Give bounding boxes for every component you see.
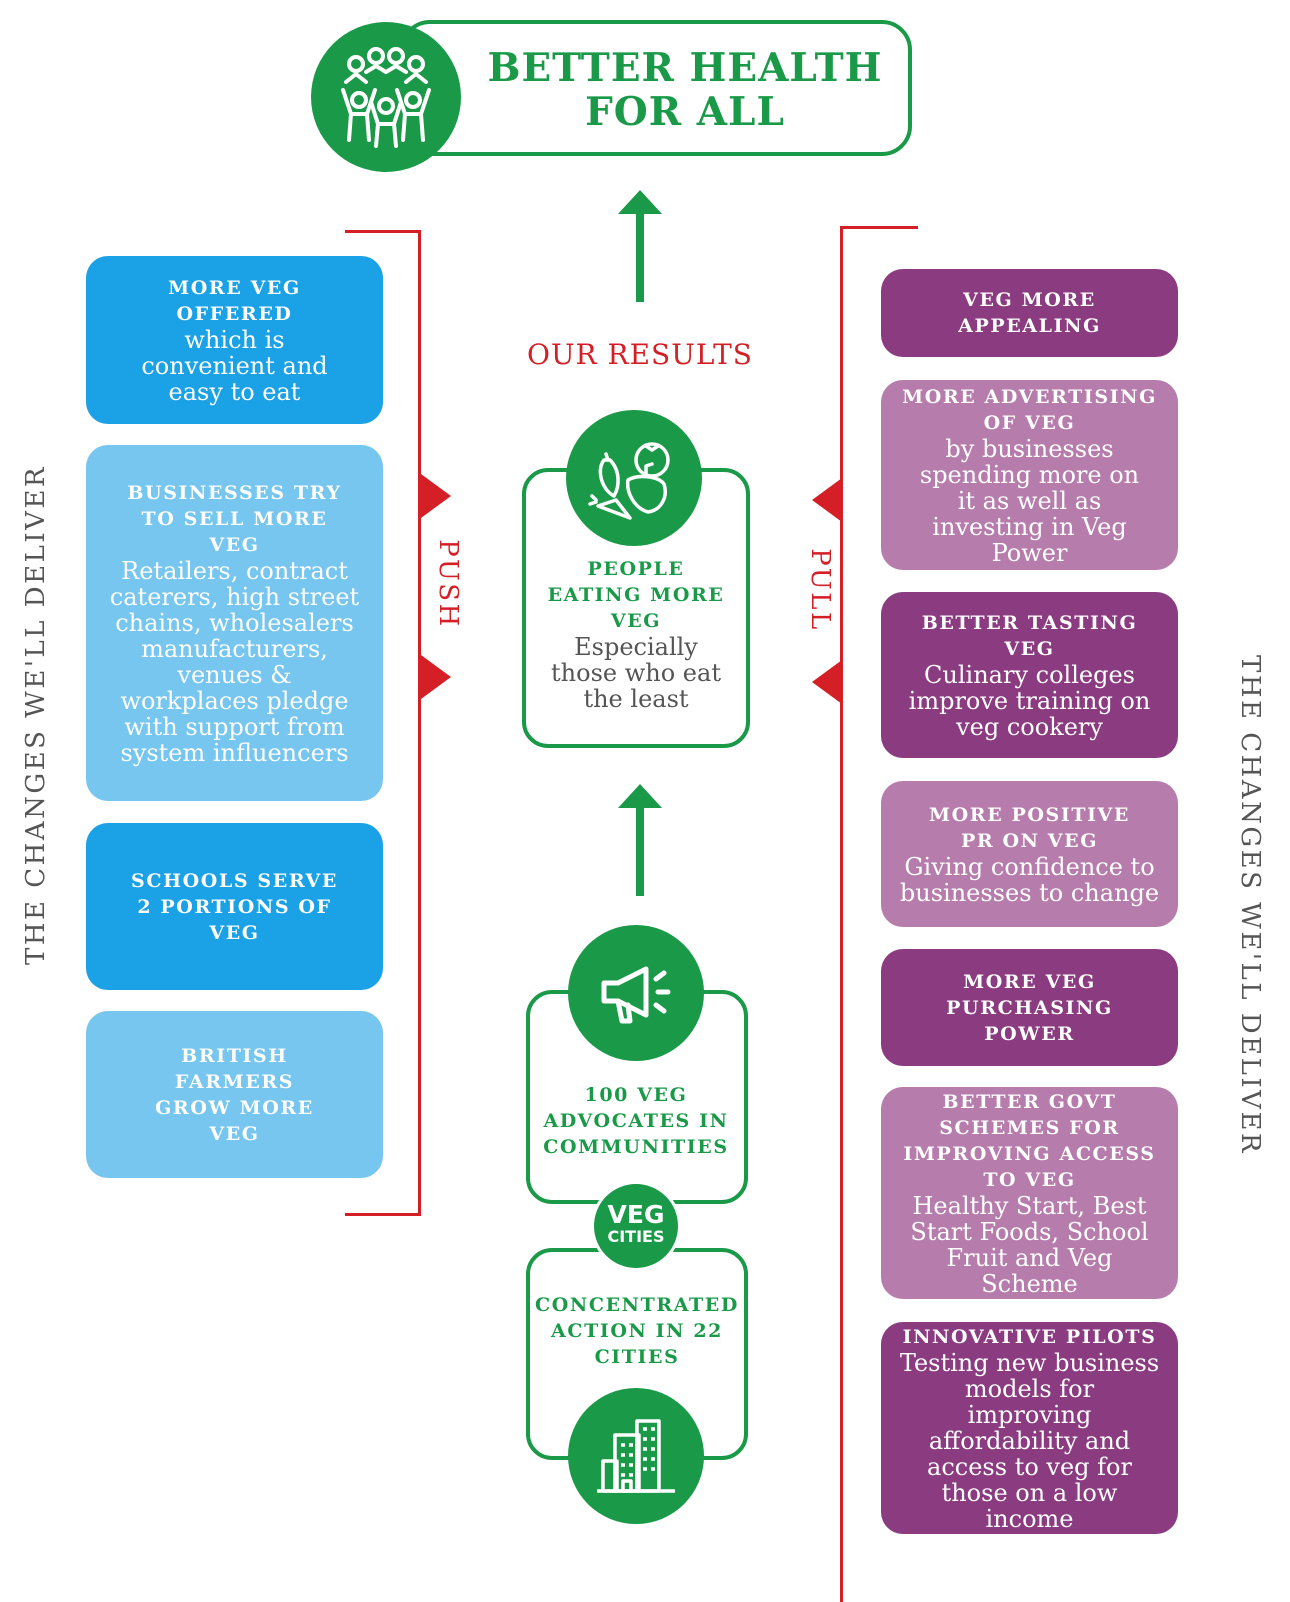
side-title-left: THE CHANGES WE'LL DELIVER bbox=[21, 464, 51, 966]
left-box-0: MORE VEG OFFERED which is convenient and… bbox=[86, 256, 383, 424]
arrow-up-top bbox=[618, 190, 662, 302]
right-box-4: MORE VEG PURCHASING POWER bbox=[881, 949, 1178, 1066]
goal-icon-circle bbox=[311, 22, 461, 172]
right-box-3-body: Giving confidence to businesses to chang… bbox=[899, 853, 1160, 907]
right-box-2-heading: BETTER TASTING VEG bbox=[921, 612, 1138, 660]
right-box-1-body: by businesses spending more on it as wel… bbox=[919, 435, 1140, 567]
left-box-1: BUSINESSES TRY TO SELL MORE VEG Retailer… bbox=[86, 445, 383, 801]
push-bracket bbox=[345, 230, 421, 1216]
left-box-2: SCHOOLS SERVE 2 PORTIONS OF VEG bbox=[86, 823, 383, 990]
goal-line2: FOR ALL bbox=[585, 89, 785, 135]
left-box-0-body: which is convenient and easy to eat bbox=[141, 326, 328, 406]
veg-cities-badge: VEG CITIES bbox=[591, 1181, 681, 1271]
city-icon-circle bbox=[568, 1388, 704, 1524]
result-text: PEOPLE EATING MORE VEG Especially those … bbox=[540, 556, 732, 712]
veg-cities-line1: VEG bbox=[607, 1200, 665, 1229]
left-box-1-heading: BUSINESSES TRY TO SELL MORE VEG bbox=[127, 482, 342, 556]
pull-arrow-bottom bbox=[812, 660, 842, 704]
arrow-up-middle bbox=[618, 784, 662, 896]
our-results-label: OUR RESULTS bbox=[526, 338, 753, 371]
left-box-2-heading: SCHOOLS SERVE 2 PORTIONS OF VEG bbox=[131, 869, 338, 944]
right-box-0: VEG MORE APPEALING bbox=[881, 269, 1178, 357]
advocates-text: 100 VEG ADVOCATES IN COMMUNITIES bbox=[540, 1082, 732, 1160]
goal-line1: BETTER HEALTH bbox=[487, 45, 883, 91]
right-box-6: INNOVATIVE PILOTS Testing new business m… bbox=[881, 1322, 1178, 1534]
push-label: PUSH bbox=[433, 539, 463, 629]
right-box-4-heading: MORE VEG PURCHASING POWER bbox=[946, 970, 1113, 1045]
advocates-heading: 100 VEG ADVOCATES IN COMMUNITIES bbox=[543, 1084, 729, 1158]
left-box-3-heading: BRITISH FARMERS GROW MORE VEG bbox=[155, 1044, 314, 1145]
right-box-0-heading: VEG MORE APPEALING bbox=[958, 289, 1101, 337]
megaphone-icon bbox=[601, 966, 671, 1024]
right-box-6-heading: INNOVATIVE PILOTS bbox=[902, 1326, 1157, 1348]
goal-title: BETTER HEALTH FOR ALL bbox=[470, 46, 900, 134]
right-box-3-heading: MORE POSITIVE PR ON VEG bbox=[929, 804, 1130, 852]
left-box-3: BRITISH FARMERS GROW MORE VEG bbox=[86, 1011, 383, 1178]
right-box-1-heading: MORE ADVERTISING OF VEG bbox=[902, 386, 1157, 434]
concentrated-text: CONCENTRATED ACTION IN 22 CITIES bbox=[532, 1292, 742, 1370]
right-box-3: MORE POSITIVE PR ON VEG Giving confidenc… bbox=[881, 781, 1178, 927]
people-celebrating-icon bbox=[341, 47, 431, 148]
result-icon-circle bbox=[566, 410, 702, 546]
right-box-5: BETTER GOVT SCHEMES FOR IMPROVING ACCESS… bbox=[881, 1087, 1178, 1299]
push-arrow-top bbox=[421, 474, 451, 518]
right-box-6-body: Testing new business models for improvin… bbox=[899, 1349, 1160, 1533]
right-box-2-body: Culinary colleges improve training on ve… bbox=[908, 661, 1151, 741]
side-title-right: THE CHANGES WE'LL DELIVER bbox=[1235, 654, 1265, 1156]
result-body: Especially those who eat the least bbox=[551, 633, 721, 713]
pull-arrow-top bbox=[812, 478, 842, 522]
city-buildings-icon bbox=[597, 1419, 675, 1493]
pull-bracket bbox=[840, 226, 918, 1602]
advocates-icon-circle bbox=[568, 925, 704, 1061]
veg-cities-line2: CITIES bbox=[607, 1227, 665, 1246]
left-box-1-body: Retailers, contract caterers, high stree… bbox=[109, 557, 360, 767]
goal-box bbox=[400, 20, 912, 156]
concentrated-heading: CONCENTRATED ACTION IN 22 CITIES bbox=[535, 1294, 739, 1368]
right-box-2: BETTER TASTING VEG Culinary colleges imp… bbox=[881, 592, 1178, 758]
result-heading: PEOPLE EATING MORE VEG bbox=[547, 558, 725, 632]
right-box-5-body: Healthy Start, Best Start Foods, School … bbox=[910, 1192, 1149, 1298]
pull-label: PULL bbox=[805, 548, 835, 632]
push-arrow-bottom bbox=[421, 655, 451, 699]
left-box-0-heading: MORE VEG OFFERED bbox=[168, 277, 301, 325]
vegetables-icon bbox=[588, 442, 670, 520]
right-box-1: MORE ADVERTISING OF VEG by businesses sp… bbox=[881, 380, 1178, 570]
right-box-5-heading: BETTER GOVT SCHEMES FOR IMPROVING ACCESS… bbox=[903, 1091, 1156, 1191]
